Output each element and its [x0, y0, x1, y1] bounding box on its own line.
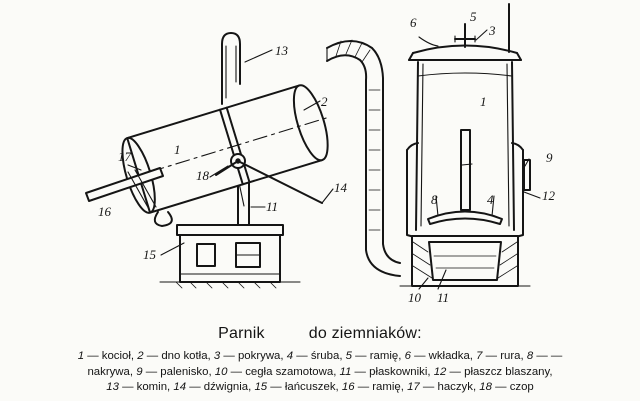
legend-label: dno kotła: [161, 350, 208, 362]
boiler-firebox: [399, 235, 531, 287]
legend-number: 11: [339, 365, 352, 378]
left-view-tilted-boiler: 13 2 1 17 18 11 14 16 15: [85, 32, 348, 289]
legend: 1 — kocioł, 2 — dno kotła, 3 — pokrywa, …: [12, 349, 628, 396]
legend-number: 13: [106, 381, 119, 393]
callout-right-3: 3: [488, 23, 496, 38]
callout-left-11: 11: [266, 199, 278, 214]
legend-number: 5: [345, 350, 352, 362]
legend-entry: 12 — płaszcz blaszany,: [433, 365, 553, 378]
left-leader-lines: [127, 49, 334, 256]
legend-number: 4: [286, 350, 294, 362]
legend-label: łańcuszek: [284, 381, 336, 393]
legend-number: 1: [77, 350, 85, 362]
legend-number: 14: [173, 381, 187, 393]
legend-number: 16: [341, 381, 355, 393]
legend-number: 18: [479, 381, 492, 393]
legend-entry: 3 — pokrywa,: [213, 350, 287, 362]
legend-label: nakrywa: [87, 365, 130, 378]
legend-label: czop: [509, 381, 534, 393]
callout-left-18: 18: [196, 168, 210, 183]
legend-entry: nakrywa,: [87, 365, 137, 378]
firebox-base: [159, 224, 301, 289]
legend-entry: 10 — cegła szamotowa,: [214, 365, 340, 378]
legend-number: 2: [137, 350, 144, 362]
boiler-shell: [406, 61, 531, 239]
boiler-insert: [427, 129, 503, 225]
caption-title-part2: do ziemniaków:: [308, 325, 422, 342]
callout-left-14: 14: [334, 180, 348, 195]
legend-number: 10: [214, 365, 228, 378]
callout-left-1: 1: [174, 142, 181, 157]
legend-number: 7: [476, 350, 483, 362]
chimney: [221, 32, 241, 105]
right-view-boiler-section: 6 5 3 1 9 12 8 4 10 11: [399, 3, 556, 305]
legend-entry: 8 — —: [526, 350, 563, 362]
legend-label: ramię: [369, 350, 399, 362]
legend-number: 6: [404, 350, 411, 362]
callout-right-12: 12: [542, 188, 556, 203]
callout-left-15: 15: [143, 247, 157, 262]
legend-number: 12: [433, 365, 447, 378]
legend-entry: 4 — śruba,: [286, 350, 346, 362]
callout-right-1: 1: [480, 94, 487, 109]
legend-line: 13 — komin, 14 — dźwignia, 15 — łańcusze…: [12, 380, 628, 396]
legend-entry: 6 — wkładka,: [404, 350, 477, 362]
callout-left-13: 13: [275, 43, 289, 58]
handle-arm: [85, 167, 173, 227]
callout-right-10: 10: [408, 290, 422, 305]
legend-label: płaszcz blaszany: [464, 365, 550, 378]
legend-line: nakrywa, 9 — palenisko, 10 — cegła szamo…: [12, 365, 628, 381]
legend-label: komin: [136, 381, 168, 393]
legend-entry: 1 — kocioł,: [77, 350, 138, 362]
steam-pipe: [326, 39, 401, 277]
legend-entry: 11 — płaskowniki,: [339, 365, 434, 378]
legend-label: haczyk: [437, 381, 473, 393]
legend-entry: 14 — dźwignia,: [173, 381, 255, 393]
callout-right-4: 5: [470, 9, 477, 24]
callout-left-17: 17: [118, 149, 132, 164]
legend-label: rura: [500, 350, 521, 362]
legend-entry: 16 — ramię,: [341, 381, 408, 393]
callout-right-11: 9: [546, 150, 553, 165]
callout-right-9: 11: [437, 290, 449, 305]
legend-entry: 7 — rura,: [476, 350, 527, 362]
callout-right-5: 6: [410, 15, 417, 30]
callout-left-2: 2: [321, 94, 328, 109]
right-leader-lines: [418, 158, 541, 290]
legend-entry: 2 — dno kotła,: [137, 350, 214, 362]
legend-label: pokrywa: [237, 350, 281, 362]
legend-entry: 17 — haczyk,: [407, 381, 480, 393]
legend-entry: 5 — ramię,: [345, 350, 405, 362]
caption-title-part1: Parnik: [218, 325, 265, 342]
legend-number: 3: [213, 350, 221, 362]
legend-label: wkładka: [428, 350, 470, 362]
callout-left-16: 16: [98, 204, 112, 219]
pivot-and-lever: [215, 153, 323, 204]
legend-number: 17: [407, 381, 420, 393]
legend-label: śruba: [310, 350, 340, 362]
legend-label: dźwignia: [203, 381, 249, 393]
legend-entry: 15 — łańcuszek,: [254, 381, 342, 393]
legend-number: 9: [136, 365, 143, 378]
legend-number: 8: [526, 350, 534, 362]
steamer-drawing: 13 2 1 17 18 11 14 16 15: [85, 3, 556, 305]
legend-label: cegła szamotowa: [245, 365, 334, 378]
legend-entry: 18 — czop: [479, 381, 534, 393]
legend-number: 15: [254, 381, 268, 393]
legend-label: palenisko: [160, 365, 209, 378]
legend-entry: 9 — palenisko,: [136, 365, 215, 378]
boiler-lid: [408, 3, 522, 61]
caption-title: Parnik do ziemniaków:: [0, 325, 640, 343]
callout-right-6: 4: [487, 192, 494, 207]
legend-label: ramię: [372, 381, 401, 393]
legend-line: 1 — kocioł, 2 — dno kotła, 3 — pokrywa, …: [12, 349, 628, 365]
legend-label: płaskowniki: [369, 365, 428, 378]
legend-entry: 13 — komin,: [106, 381, 174, 393]
callout-right-8: 8: [431, 192, 438, 207]
legend-label: kocioł: [101, 350, 131, 362]
